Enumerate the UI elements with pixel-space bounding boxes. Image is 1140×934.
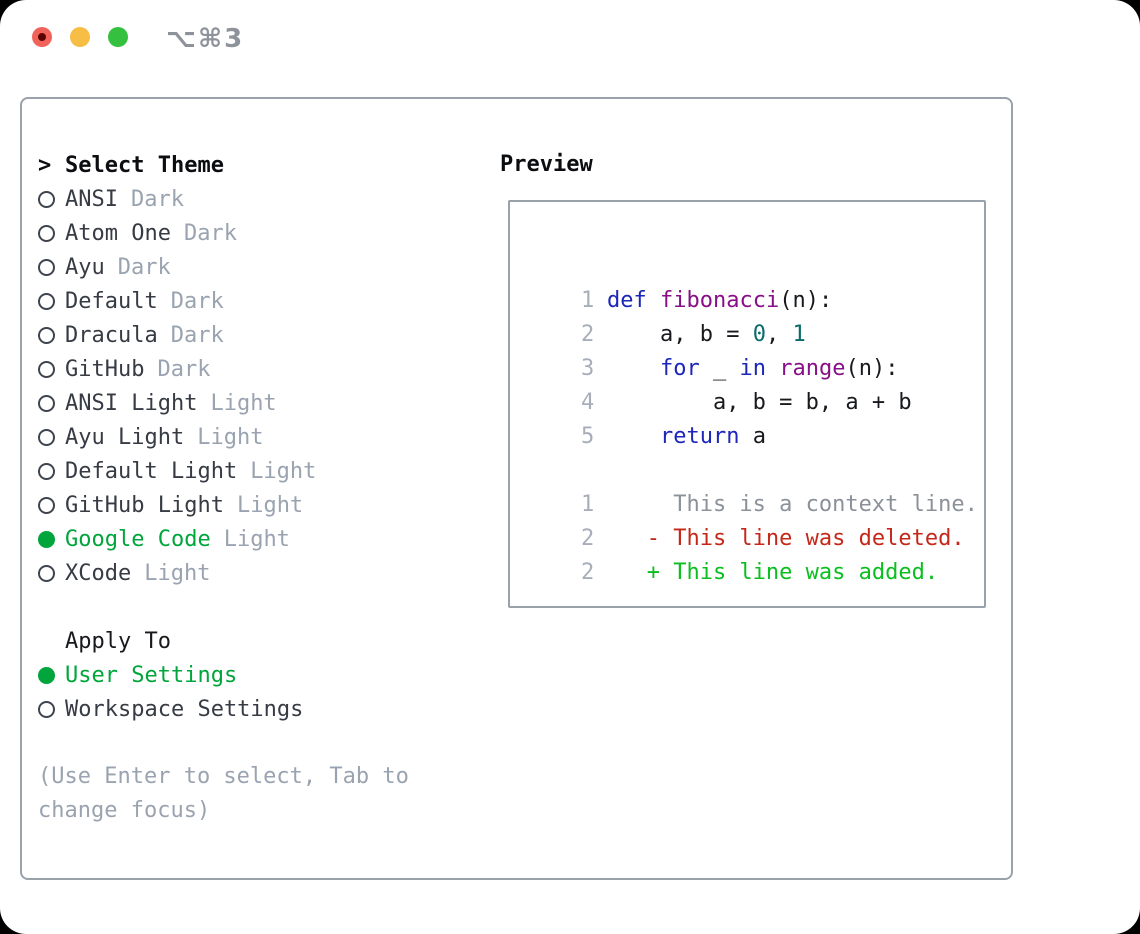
apply-option[interactable]: User Settings xyxy=(38,658,478,692)
theme-option[interactable]: GitHub Dark xyxy=(38,352,478,386)
theme-variant-tag: Light xyxy=(144,560,211,586)
line-content: for _ in range(n): xyxy=(659,356,899,381)
preview-panel: 1 def fibonacci(n): 2 a, b = 0, 1 3 for _… xyxy=(508,200,986,608)
radio-icon xyxy=(38,190,55,208)
radio-icon xyxy=(38,564,55,582)
theme-option[interactable]: Ayu Light Light xyxy=(38,420,478,454)
radio-icon xyxy=(38,394,55,412)
theme-variant-tag: Dark xyxy=(170,322,224,348)
radio-icon xyxy=(38,224,55,242)
theme-variant-tag: Dark xyxy=(183,220,237,246)
code-line: 2 a, b = 0, 1 xyxy=(528,284,984,347)
line-number: 3 xyxy=(580,356,595,381)
theme-name: GitHub Light xyxy=(65,492,224,518)
theme-option[interactable]: Atom One Dark xyxy=(38,216,478,250)
line-number: 2 xyxy=(580,322,595,347)
theme-variant-tag: Dark xyxy=(117,254,171,280)
titlebar: ⌥⌘3 xyxy=(0,0,1140,60)
code-line: 1 def fibonacci(n): xyxy=(528,250,984,313)
unsaved-indicator-icon xyxy=(38,33,46,41)
theme-variant-tag: Light xyxy=(210,390,277,416)
window-title: ⌥⌘3 xyxy=(166,24,245,54)
radio-icon xyxy=(38,428,55,446)
apply-to-title: Apply To xyxy=(65,628,171,654)
line-content: - This line was deleted. xyxy=(606,526,965,551)
theme-name: ANSI xyxy=(65,186,118,212)
radio-icon xyxy=(38,666,55,684)
theme-option[interactable]: Ayu Dark xyxy=(38,250,478,284)
theme-name: GitHub xyxy=(65,356,145,382)
theme-variant-tag: Dark xyxy=(157,356,211,382)
code-line: 3 for _ in range(n): xyxy=(528,318,984,381)
radio-icon xyxy=(38,292,55,310)
code-line: 1 This is a context line. xyxy=(528,454,984,517)
main-panel: > Select Theme ANSI Dark Atom One Dark A… xyxy=(20,97,1013,880)
code-line: 4 a, b = b, a + b xyxy=(528,352,984,415)
line-number: 2 xyxy=(580,560,595,585)
theme-variant-tag: Dark xyxy=(170,288,224,314)
radio-icon xyxy=(38,360,55,378)
spacer xyxy=(38,590,478,624)
line-number: 1 xyxy=(580,492,595,517)
theme-name: Default xyxy=(65,288,158,314)
theme-name: XCode xyxy=(65,560,132,586)
theme-name: Google Code xyxy=(65,526,211,552)
theme-name: Ayu xyxy=(65,254,105,280)
radio-icon xyxy=(38,530,55,548)
theme-option[interactable]: XCode Light xyxy=(38,556,478,590)
code-line: 5 return a xyxy=(528,386,984,449)
line-number: 1 xyxy=(580,288,595,313)
line-number: 2 xyxy=(580,526,595,551)
theme-name: Atom One xyxy=(65,220,171,246)
radio-icon xyxy=(38,462,55,480)
theme-variant-tag: Light xyxy=(236,492,304,518)
theme-name: Dracula xyxy=(65,322,158,348)
theme-option[interactable]: ANSI Light Light xyxy=(38,386,478,420)
apply-option-label: Workspace Settings xyxy=(65,696,304,722)
theme-picker: > Select Theme ANSI Dark Atom One Dark A… xyxy=(38,148,478,828)
apply-to-header-row: Apply To xyxy=(38,624,478,658)
radio-icon xyxy=(38,700,55,718)
line-content: + This line was added. xyxy=(606,560,939,585)
theme-variant-tag: Light xyxy=(223,526,290,552)
theme-list-title: Select Theme xyxy=(65,152,224,178)
theme-name: ANSI Light xyxy=(65,390,198,416)
theme-option[interactable]: Dracula Dark xyxy=(38,318,478,352)
code-block: 1 def fibonacci(n): 2 a, b = 0, 1 3 for _… xyxy=(528,250,984,585)
line-content: This is a context line. xyxy=(606,492,978,517)
radio-icon xyxy=(38,326,55,344)
cursor-icon: > xyxy=(38,152,52,178)
code-line: 2 + This line was added. xyxy=(528,522,984,585)
theme-option[interactable]: Google Code Light xyxy=(38,522,478,556)
spacer xyxy=(38,726,478,760)
theme-list: ANSI Dark Atom One Dark Ayu Dark Default… xyxy=(38,182,478,590)
apply-to-list: User Settings Workspace Settings xyxy=(38,658,478,726)
line-number: 5 xyxy=(580,424,595,449)
code-line: 2 - This line was deleted. xyxy=(528,488,984,551)
theme-variant-tag: Dark xyxy=(130,186,184,212)
theme-name: Default Light xyxy=(65,458,238,484)
apply-option[interactable]: Workspace Settings xyxy=(38,692,478,726)
line-content: def fibonacci(n): xyxy=(606,288,833,313)
theme-variant-tag: Light xyxy=(197,424,264,450)
radio-icon xyxy=(38,496,55,514)
theme-name: Ayu Light xyxy=(65,424,185,450)
line-content: a, b = b, a + b xyxy=(606,390,912,415)
close-button[interactable] xyxy=(32,27,52,47)
theme-list-header: > Select Theme xyxy=(38,148,478,182)
apply-option-label: User Settings xyxy=(65,662,238,688)
theme-option[interactable]: GitHub Light Light xyxy=(38,488,478,522)
preview-title: Preview xyxy=(500,152,593,177)
theme-option[interactable]: Default Dark xyxy=(38,284,478,318)
theme-option[interactable]: ANSI Dark xyxy=(38,182,478,216)
line-number: 4 xyxy=(580,390,595,415)
theme-variant-tag: Light xyxy=(250,458,317,484)
radio-icon xyxy=(38,258,55,276)
minimize-button[interactable] xyxy=(70,27,90,47)
theme-option[interactable]: Default Light Light xyxy=(38,454,478,488)
hint-text: (Use Enter to select, Tab to change focu… xyxy=(38,764,409,823)
zoom-button[interactable] xyxy=(108,27,128,47)
line-content: a, b = 0, 1 xyxy=(606,322,806,347)
line-content: return a xyxy=(659,424,766,449)
